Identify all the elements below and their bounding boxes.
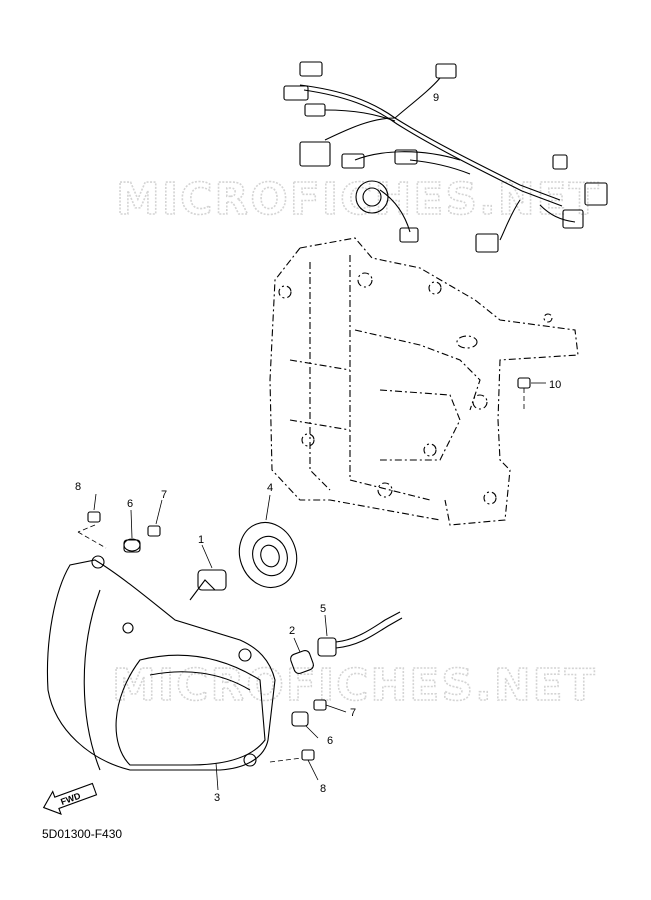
watermark-bottom: MICROFICHES.NET — [112, 660, 597, 711]
part-10-screw — [517, 377, 546, 410]
callout-2: 2 — [289, 625, 295, 637]
callout-6-upper: 6 — [127, 498, 133, 510]
watermark-top: MICROFICHES.NET — [116, 174, 601, 225]
callout-8-lower: 8 — [320, 783, 326, 795]
callout-7-lower: 7 — [350, 707, 356, 719]
callout-1: 1 — [198, 534, 204, 546]
part-4-socket-cover — [238, 494, 298, 589]
callout-8-upper: 8 — [75, 481, 81, 493]
fasteners-upper — [77, 493, 163, 553]
callout-4: 4 — [267, 482, 273, 494]
callout-9: 9 — [433, 92, 439, 104]
part-2-grommet — [290, 637, 314, 674]
wire-harness — [283, 61, 608, 253]
headlight-bracket-frame — [269, 237, 579, 526]
callout-6-lower: 6 — [327, 735, 333, 747]
part-3-headlight-assembly — [46, 555, 276, 791]
fasteners-lower — [269, 699, 347, 781]
callout-7-upper: 7 — [161, 489, 167, 501]
fwd-arrow-icon: FWD — [42, 782, 98, 816]
callout-5: 5 — [320, 603, 326, 615]
part-1-bulb — [189, 544, 227, 601]
callout-10: 10 — [549, 379, 561, 391]
part-5-socket — [317, 611, 403, 657]
reference-code: 5D01300-F430 — [42, 827, 123, 841]
callout-3: 3 — [214, 792, 220, 804]
